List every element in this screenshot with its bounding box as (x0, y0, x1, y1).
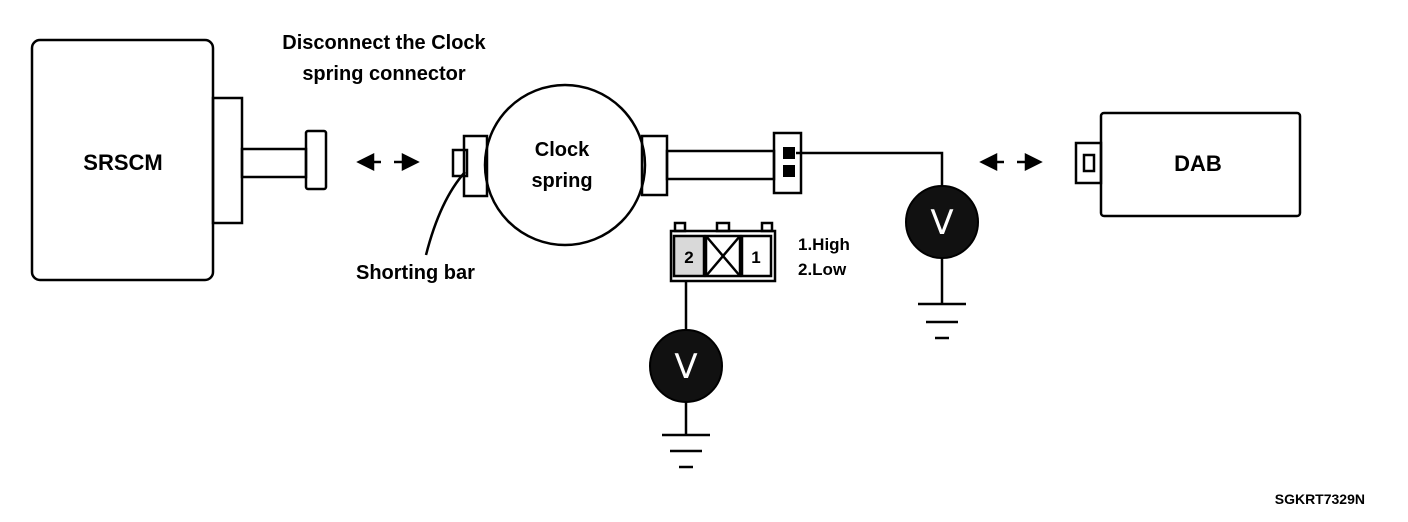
connector-pin-empty (704, 234, 742, 278)
connector-latch-left (673, 221, 687, 233)
connector-pin-2-label: 2 (684, 248, 693, 267)
clock-spring-plug (772, 131, 803, 195)
srscm-harness (240, 147, 308, 179)
srscm-connector-housing (211, 96, 244, 225)
srscm-disconnect-arrow (356, 152, 420, 172)
clock-plug-contact-bottom (783, 165, 795, 177)
right-voltmeter-symbol: V (930, 203, 953, 243)
dab-connector-pin (1082, 153, 1096, 173)
shorting-bar-label: Shorting bar (356, 262, 475, 284)
dab-label: DAB (1174, 151, 1222, 176)
connector-pin-1 (740, 234, 773, 278)
figure-code: SGKRT7329N (1275, 491, 1365, 507)
clock-plug-contact-top (783, 147, 795, 159)
connector-latch-right (760, 221, 774, 233)
srscm-harness-plug (304, 129, 328, 191)
bottom-voltmeter: V (649, 329, 723, 403)
disconnect-instruction-line1: Disconnect the Clock (282, 32, 486, 54)
arrow-head-left (979, 152, 998, 172)
clock-spring-label-line1: Clock (535, 139, 590, 161)
srscm-label: SRSCM (83, 150, 162, 175)
connector-pin-empty-x2 (705, 235, 741, 277)
disconnect-instruction-line2: spring connector (302, 63, 466, 85)
dab-connector (1074, 141, 1103, 185)
shorting-bar-leader (424, 171, 466, 256)
connector-pin-2 (672, 234, 706, 278)
right-voltmeter-body (905, 185, 979, 259)
clock-spring-harness (665, 149, 776, 181)
dab-disconnect-arrow (979, 152, 1043, 172)
connector-pin-1-label: 1 (751, 248, 760, 267)
clock-spring-left-connector (462, 134, 489, 198)
connector-latch-center (715, 221, 731, 233)
right-voltmeter: V (905, 185, 979, 259)
arrow-head-right (401, 152, 420, 172)
pin-legend-low: 2.Low (798, 260, 847, 279)
pin-legend-high: 1.High (798, 235, 850, 254)
bottom-voltmeter-body (649, 329, 723, 403)
clock-spring-circle (483, 83, 647, 247)
bottom-voltmeter-symbol: V (674, 347, 697, 387)
clock-spring-label-line2: spring (531, 170, 592, 192)
dab-measure-wire (796, 151, 944, 187)
arrow-head-right (1024, 152, 1043, 172)
arrow-head-left (356, 152, 375, 172)
